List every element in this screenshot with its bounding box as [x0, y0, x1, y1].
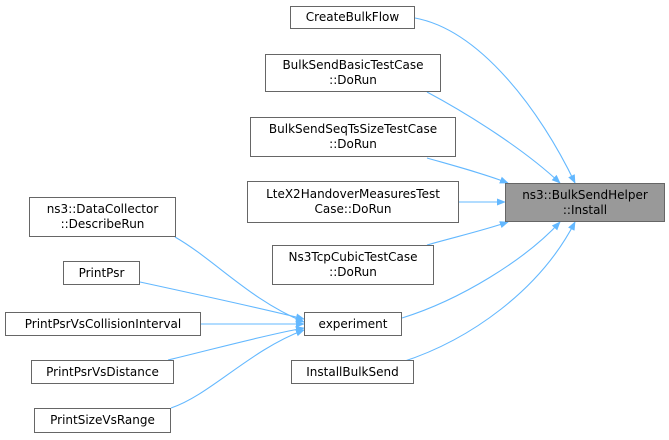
node-label: BulkSendSeqTsSizeTestCase: [268, 122, 438, 136]
node-create-bulk-flow[interactable]: CreateBulkFlow: [290, 6, 415, 29]
edge-bulk-send-seq: [426, 157, 509, 184]
node-print-psr-vs-distance[interactable]: PrintPsrVsDistance: [31, 360, 174, 384]
node-label: PrintPsrVsCollisionInterval: [24, 316, 182, 331]
node-label: ::Install: [562, 202, 608, 217]
edge-print-psr: [139, 281, 305, 321]
edge-data-collector: [174, 236, 305, 323]
node-lte-x2-handover-measures-test-case[interactable]: LteX2HandoverMeasuresTest Case::DoRun: [247, 181, 459, 223]
node-label: LteX2HandoverMeasuresTest: [266, 187, 440, 201]
edge-print-size-range: [170, 329, 305, 409]
node-label: PrintPsrVsDistance: [46, 364, 159, 379]
edge-experiment-to-install: [401, 221, 561, 319]
node-label: CreateBulkFlow: [305, 10, 400, 24]
node-print-size-vs-range[interactable]: PrintSizeVsRange: [34, 408, 171, 433]
node-label: ::DoRun: [329, 265, 377, 279]
node-bulk-send-seq-ts-size-test-case[interactable]: BulkSendSeqTsSizeTestCase ::DoRun: [250, 117, 456, 157]
node-label: PrintPsr: [78, 265, 125, 280]
edge-install-bulk-send: [401, 221, 576, 363]
node-install-bulk-send[interactable]: InstallBulkSend: [291, 360, 414, 384]
node-data-collector-describe-run[interactable]: ns3::DataCollector ::DescribeRun: [29, 197, 176, 237]
edge-ns3-tcp: [426, 221, 509, 246]
node-experiment[interactable]: experiment: [304, 312, 402, 336]
edge-print-psr-distance: [167, 325, 305, 361]
node-print-psr[interactable]: PrintPsr: [63, 261, 140, 285]
node-label: ::DoRun: [329, 137, 377, 151]
node-label: BulkSendBasicTestCase: [282, 58, 424, 72]
edge-create-bulk-flow: [414, 17, 576, 184]
node-label: ns3::BulkSendHelper: [522, 187, 648, 202]
node-label: ::DescribeRun: [60, 217, 145, 231]
node-print-psr-vs-collision-interval[interactable]: PrintPsrVsCollisionInterval: [5, 312, 201, 336]
node-label: ::DoRun: [329, 73, 377, 87]
node-label: Case::DoRun: [314, 202, 392, 216]
node-bulk-send-helper-install: ns3::BulkSendHelper ::Install: [505, 183, 665, 222]
node-label: PrintSizeVsRange: [50, 413, 155, 427]
node-label: Ns3TcpCubicTestCase: [288, 250, 418, 264]
node-label: ns3::DataCollector: [46, 202, 159, 216]
node-label: experiment: [318, 316, 388, 331]
edge-bulk-send-basic: [426, 91, 561, 184]
node-label: InstallBulkSend: [306, 364, 399, 379]
node-ns3-tcp-cubic-test-case[interactable]: Ns3TcpCubicTestCase ::DoRun: [272, 245, 434, 285]
node-bulk-send-basic-test-case[interactable]: BulkSendBasicTestCase ::DoRun: [265, 54, 441, 92]
